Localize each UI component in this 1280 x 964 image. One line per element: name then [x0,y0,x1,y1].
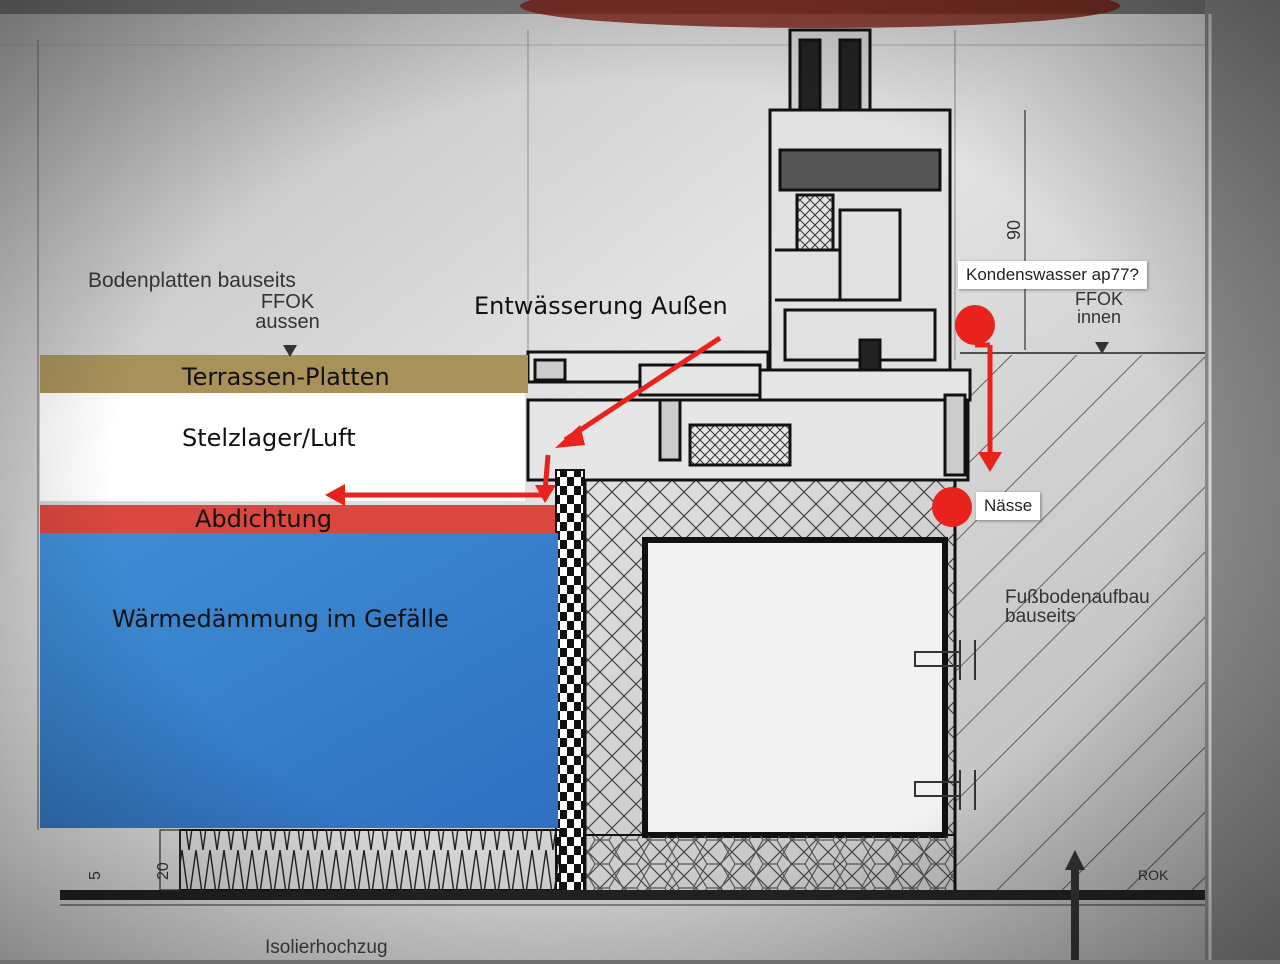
threshold-profile [526,350,972,482]
label-bodenplatten: Bodenplatten bauseits [88,269,296,292]
layer-label-abdichtung: Abdichtung [195,505,333,533]
layer-label-terrassen: Terrassen-Platten [182,363,390,391]
label-isolierhochzug: Isolierhochzug [265,937,388,958]
layer-label-stelzlager: Stelzlager/Luft [182,424,356,452]
annotation-entwaesserung: Entwässerung Außen [474,292,728,320]
kondenswasser-marker [955,305,995,345]
callout-kondenswasser: Kondenswasser ap77? [958,261,1147,289]
threshold-core [642,537,948,838]
layer-waermedaemmung [40,533,558,828]
dimension-5: 5 [87,871,104,880]
layer-label-waermedaemmung: Wärmedämmung im Gefälle [112,605,449,633]
label-ffok-aussen: FFOK aussen [255,291,320,333]
label-rok: ROK [1138,867,1169,883]
dimension-90: 90 [1004,220,1024,240]
label-fussbodenaufbau: Fußbodenaufbau bauseits [1005,587,1150,627]
naesse-marker [932,487,972,527]
dimension-20: 20 [155,862,172,880]
callout-naesse: Nässe [976,492,1041,520]
label-ffok-innen: FFOK innen [1075,289,1123,327]
